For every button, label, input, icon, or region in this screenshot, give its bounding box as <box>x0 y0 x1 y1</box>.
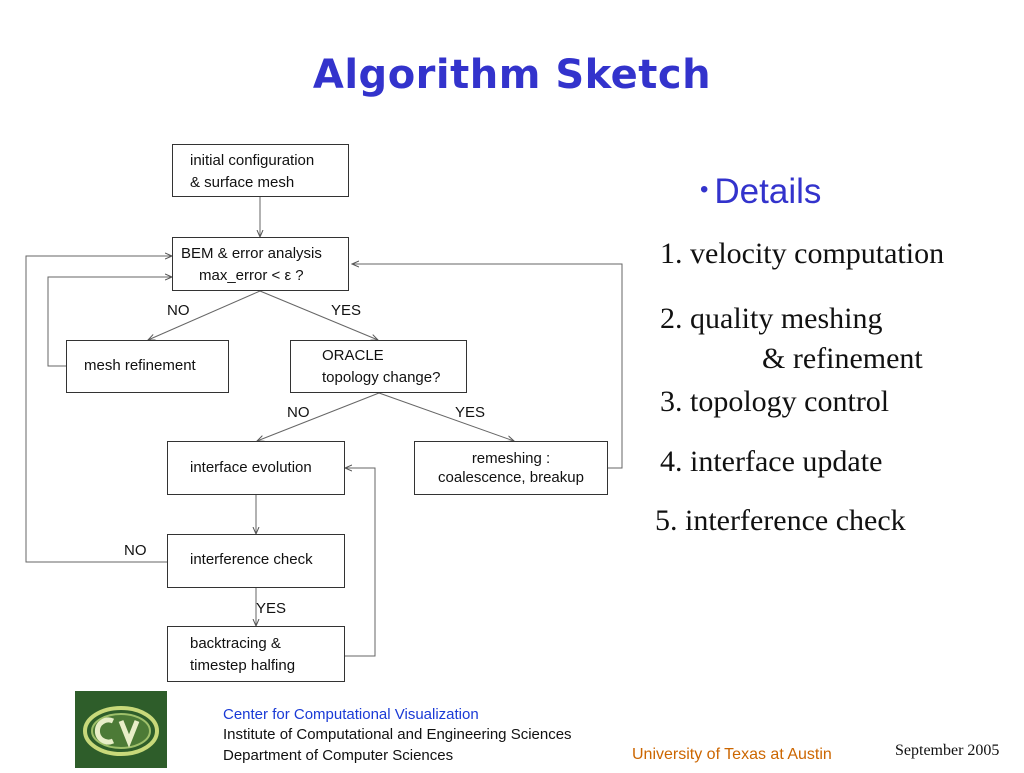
node-bem-error-analysis: BEM & error analysis max_error < ε ? <box>172 237 349 291</box>
node-text: mesh refinement <box>84 357 196 374</box>
details-item: 2. quality meshing <box>660 302 883 335</box>
node-interface-evolution: interface evolution <box>167 441 345 495</box>
loop-refine-to-bem <box>47 277 172 367</box>
node-remeshing: remeshing : coalescence, breakup <box>414 441 608 495</box>
footer-university: University of Texas at Austin <box>632 746 832 763</box>
node-initial-configuration: initial configuration & surface mesh <box>172 144 349 197</box>
details-item: & refinement <box>762 342 923 375</box>
bullet-icon: • <box>700 176 709 203</box>
edge-label-yes: YES <box>455 404 486 421</box>
details-item: 4. interface update <box>660 445 883 478</box>
node-text: remeshing : <box>471 450 551 467</box>
footer-date: September 2005 <box>895 742 1000 759</box>
edge-label-yes: YES <box>256 600 287 617</box>
details-item: 1. velocity computation <box>660 237 945 270</box>
edge-label-yes: YES <box>331 302 362 319</box>
details-item: 3. topology control <box>660 385 890 418</box>
node-text: BEM & error analysis <box>181 245 322 262</box>
footer-institute: Institute of Computational and Engineeri… <box>223 726 572 743</box>
node-text: initial configuration <box>190 152 315 169</box>
ccv-logo-icon <box>75 691 167 768</box>
node-text: ORACLE <box>322 347 384 364</box>
edge-label-no: NO <box>167 302 190 319</box>
details-heading: •Details <box>700 172 821 212</box>
arrow-bem-to-oracle <box>259 290 378 340</box>
details-item: 5. interference check <box>655 504 906 537</box>
node-text: coalescence, breakup <box>438 469 584 486</box>
node-text: interface evolution <box>190 459 312 476</box>
edge-label-no: NO <box>287 404 310 421</box>
loop-interference-no-to-bem <box>25 256 172 563</box>
arrow-oracle-to-evolution <box>257 392 380 441</box>
loop-remesh-to-bem <box>352 264 623 469</box>
node-oracle: ORACLE topology change? <box>290 340 467 393</box>
node-text: interference check <box>190 551 313 568</box>
node-text: backtracing & <box>190 635 281 652</box>
node-backtracing: backtracing & timestep halfing <box>167 626 345 682</box>
node-text: topology change? <box>322 369 441 386</box>
arrow-bem-to-refine <box>148 290 261 340</box>
node-mesh-refinement: mesh refinement <box>66 340 229 393</box>
details-heading-text: Details <box>714 172 822 211</box>
loop-backtrack-to-evolution <box>344 468 376 657</box>
node-text: max_error < ε ? <box>199 267 304 284</box>
arrow-oracle-to-remesh <box>378 392 514 441</box>
node-interference-check: interference check <box>167 534 345 588</box>
edge-label-no: NO <box>124 542 147 559</box>
footer-center-name: Center for Computational Visualization <box>223 706 479 723</box>
footer-department: Department of Computer Sciences <box>223 747 454 764</box>
node-text: & surface mesh <box>190 174 295 191</box>
node-text: timestep halfing <box>190 657 296 674</box>
slide-title: Algorithm Sketch <box>312 52 712 98</box>
